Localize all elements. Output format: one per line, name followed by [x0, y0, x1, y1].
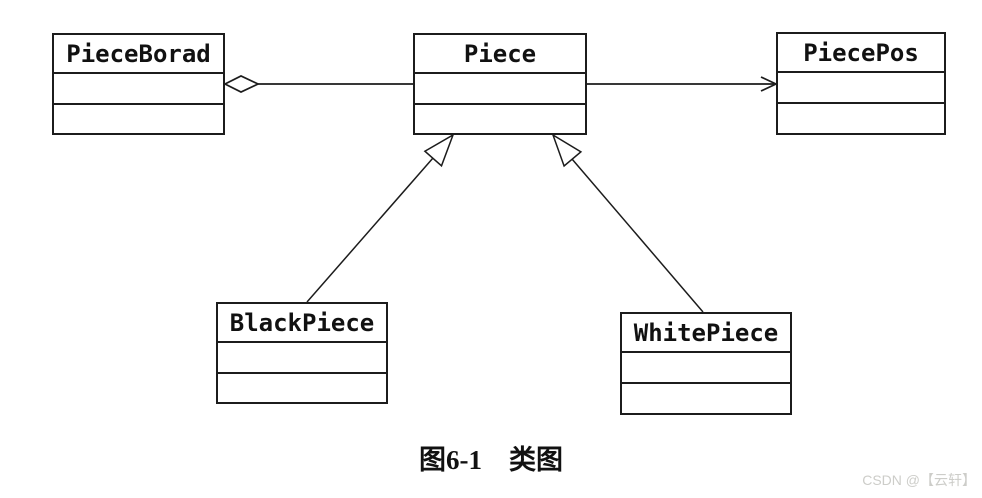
association-connector-piece-piecepos: [587, 76, 779, 92]
attributes-compartment: [415, 74, 585, 105]
generalization-connector-whitepiece-piece: [551, 133, 704, 313]
operations-compartment: [415, 105, 585, 133]
aggregation-connector-pieceborad-piece: [223, 75, 413, 93]
operations-compartment: [622, 384, 790, 412]
class-name-piecepos: PiecePos: [778, 34, 944, 73]
class-box-piece: Piece: [413, 33, 587, 135]
class-box-piecepos: PiecePos: [776, 32, 946, 135]
operations-compartment: [778, 104, 944, 132]
operations-compartment: [54, 105, 223, 133]
attributes-compartment: [622, 353, 790, 384]
operations-compartment: [218, 374, 386, 402]
csdn-watermark: CSDN @【云轩】: [862, 472, 976, 488]
class-box-whitepiece: WhitePiece: [620, 312, 792, 415]
aggregation-diamond-icon: [223, 75, 260, 93]
generalization-triangle-icon: [551, 133, 583, 168]
class-name-whitepiece: WhitePiece: [622, 314, 790, 353]
class-name-piece: Piece: [415, 35, 585, 74]
open-arrowhead-icon: [760, 76, 779, 92]
class-name-pieceborad: PieceBorad: [54, 35, 223, 74]
figure-caption: 图6-1 类图: [419, 445, 563, 475]
attributes-compartment: [54, 74, 223, 105]
attributes-compartment: [778, 73, 944, 104]
class-name-blackpiece: BlackPiece: [218, 304, 386, 343]
generalization-connector-blackpiece-piece: [306, 133, 455, 303]
class-box-pieceborad: PieceBorad: [52, 33, 225, 135]
class-box-blackpiece: BlackPiece: [216, 302, 388, 404]
attributes-compartment: [218, 343, 386, 374]
generalization-triangle-icon: [423, 133, 455, 168]
